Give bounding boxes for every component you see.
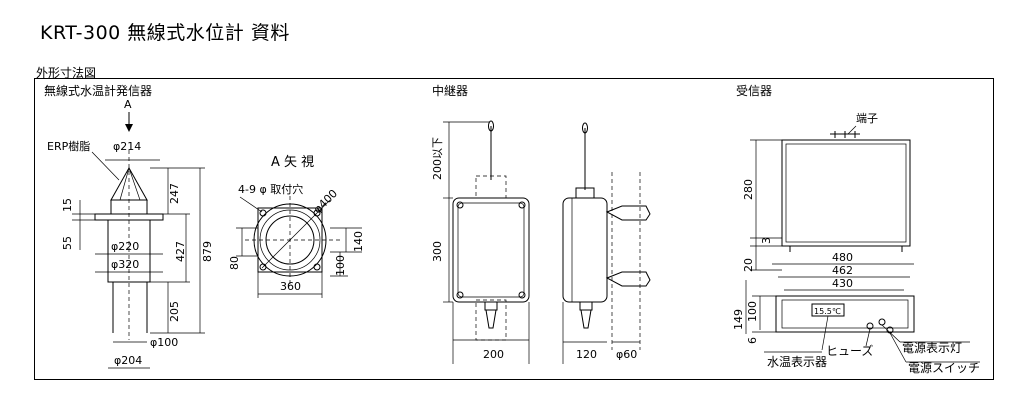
repeater-side bbox=[562, 197, 608, 303]
dim-d320: φ320 bbox=[111, 258, 139, 271]
drawing-frame bbox=[34, 78, 994, 380]
dim-h300: 300 bbox=[431, 241, 444, 262]
dim-antenna: 200以下 bbox=[431, 137, 444, 180]
dim-d214: φ214 bbox=[113, 140, 141, 153]
receiver-top-view bbox=[781, 139, 911, 247]
terminal-label: 端子 bbox=[856, 112, 878, 125]
dim-w480: 480 bbox=[832, 251, 853, 264]
dim-d400: φ400 bbox=[311, 187, 340, 216]
view-arrow-head bbox=[125, 124, 133, 132]
page-title: KRT-300 無線式水位計 資料 bbox=[40, 22, 290, 44]
dim-h100: 100 bbox=[334, 255, 347, 276]
dim-h55: 55 bbox=[61, 236, 74, 250]
view-a-title: A 矢 視 bbox=[271, 155, 314, 170]
dim-h3: 3 bbox=[760, 237, 773, 244]
dim-w200: 200 bbox=[483, 348, 504, 361]
view-marker: A bbox=[124, 98, 132, 111]
transmitter-drawing: A ERP樹脂 φ214 φ220 φ320 φ100 φ204 bbox=[47, 98, 214, 369]
label-power-switch: 電源スイッチ bbox=[908, 361, 980, 375]
dim-h15: 15 bbox=[61, 198, 74, 212]
dim-h205: 205 bbox=[168, 301, 181, 322]
dim-w430: 430 bbox=[832, 277, 853, 290]
mounting-holes-label: 4-9 φ 取付穴 bbox=[238, 182, 303, 196]
dim-w462: 462 bbox=[832, 264, 853, 277]
dim-h280: 280 bbox=[742, 179, 755, 200]
dim-h80: 80 bbox=[228, 256, 241, 270]
receiver-front-view bbox=[775, 295, 915, 333]
drawing-caption: 外形寸法図 bbox=[36, 66, 97, 80]
dim-h427: 427 bbox=[174, 241, 187, 262]
dim-w120: 120 bbox=[576, 348, 597, 361]
power-lamp-icon bbox=[878, 318, 886, 326]
dim-h6: 6 bbox=[746, 337, 759, 344]
view-a-drawing: A 矢 視 4-9 φ 取付穴 φ400 140 100 80 360 bbox=[228, 155, 365, 298]
receiver-drawing: 端子 280 3 20 480 462 430 15.5℃ bbox=[732, 112, 980, 375]
dim-h247: 247 bbox=[168, 183, 181, 204]
erp-label: ERP樹脂 bbox=[47, 139, 90, 153]
dim-h20: 20 bbox=[742, 258, 755, 272]
dim-h140: 140 bbox=[352, 231, 365, 252]
label-power-lamp: 電源表示灯 bbox=[902, 341, 962, 355]
section-title-transmitter: 無線式水温計発信器 bbox=[44, 84, 153, 98]
label-fuse: ヒューズ bbox=[826, 343, 873, 358]
repeater-drawing: 200以下 300 200 120 φ60 bbox=[431, 120, 651, 364]
display-value: 15.5℃ bbox=[814, 307, 841, 316]
section-title-receiver: 受信器 bbox=[736, 84, 773, 98]
dim-h879: 879 bbox=[201, 241, 214, 262]
dim-d60: φ60 bbox=[616, 348, 637, 361]
dim-d220: φ220 bbox=[111, 240, 139, 253]
label-thermometer: 水温表示器 bbox=[767, 355, 827, 369]
repeater-box bbox=[452, 197, 530, 303]
dim-d204: φ204 bbox=[114, 354, 142, 367]
dim-w360: 360 bbox=[280, 280, 301, 293]
dim-h100-front: 100 bbox=[746, 301, 759, 322]
dim-h149: 149 bbox=[732, 309, 745, 330]
section-title-repeater: 中継器 bbox=[432, 84, 469, 98]
dim-d100: φ100 bbox=[150, 336, 178, 349]
